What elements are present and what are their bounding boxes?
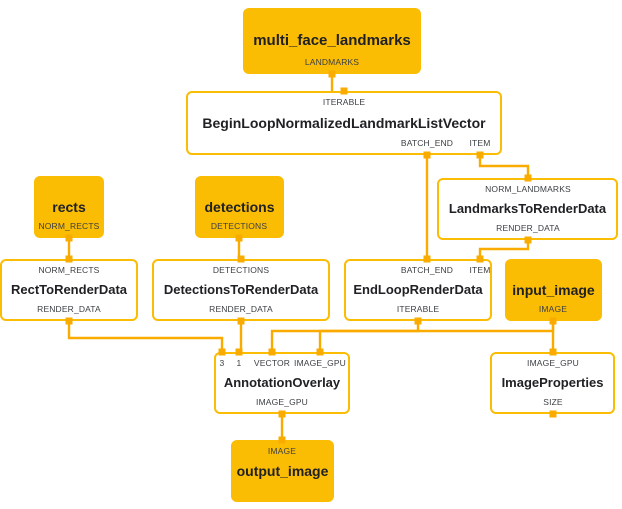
input-port-dot[interactable]	[476, 255, 484, 263]
output-port-dot[interactable]	[549, 317, 557, 325]
node-title: detections	[204, 198, 275, 215]
input-port-label-image_gpu[interactable]: IMAGE_GPU	[294, 358, 346, 368]
input-port-label-vector[interactable]: VECTOR	[253, 358, 291, 368]
graph-node-multi_face_landmarks[interactable]: multi_face_landmarks	[243, 8, 421, 74]
graph-edge	[478, 240, 530, 259]
output-port-dot[interactable]	[235, 234, 243, 242]
output-port-label-size[interactable]: SIZE	[543, 397, 563, 407]
input-port-label-3[interactable]: 3	[219, 358, 225, 368]
graph-node-RectToRenderData[interactable]: RectToRenderData	[0, 259, 138, 321]
graph-edge	[318, 321, 555, 352]
input-port-dot[interactable]	[278, 436, 286, 444]
output-port-label-image_gpu[interactable]: IMAGE_GPU	[256, 397, 308, 407]
node-title: AnnotationOverlay	[223, 375, 341, 391]
output-port-dot[interactable]	[476, 151, 484, 159]
graph-edge	[67, 321, 224, 352]
node-title: BeginLoopNormalizedLandmarkListVector	[202, 114, 486, 131]
input-port-label-1[interactable]: 1	[236, 358, 242, 368]
input-port-label-batch_end[interactable]: BATCH_END	[400, 265, 454, 275]
node-title: rects	[52, 198, 86, 215]
graph-edge	[478, 155, 530, 178]
output-port-dot[interactable]	[278, 410, 286, 418]
output-port-dot[interactable]	[549, 410, 557, 418]
output-port-dot[interactable]	[65, 234, 73, 242]
graph-node-input_image[interactable]: input_image	[505, 259, 602, 321]
node-title: multi_face_landmarks	[253, 32, 411, 50]
graph-node-LandmarksToRenderData[interactable]: LandmarksToRenderData	[437, 178, 618, 240]
node-title: LandmarksToRenderData	[448, 201, 607, 217]
output-port-label-norm_rects[interactable]: NORM_RECTS	[38, 221, 100, 231]
node-title: output_image	[236, 462, 329, 479]
node-title: ImageProperties	[501, 375, 604, 391]
graph-node-EndLoopRenderData[interactable]: EndLoopRenderData	[344, 259, 492, 321]
graph-node-detections[interactable]: detections	[195, 176, 284, 238]
graph-node-BeginLoopNormalizedLandmarkListVector[interactable]: BeginLoopNormalizedLandmarkListVector	[186, 91, 502, 155]
input-port-dot[interactable]	[340, 87, 348, 95]
node-title: input_image	[512, 281, 595, 298]
output-port-dot[interactable]	[524, 236, 532, 244]
output-port-label-render_data[interactable]: RENDER_DATA	[209, 304, 273, 314]
input-port-dot[interactable]	[316, 348, 324, 356]
output-port-label-batch_end[interactable]: BATCH_END	[400, 138, 454, 148]
output-port-dot[interactable]	[414, 317, 422, 325]
input-port-label-image[interactable]: IMAGE	[267, 446, 297, 456]
output-port-label-detections[interactable]: DETECTIONS	[210, 221, 268, 231]
output-port-dot[interactable]	[423, 151, 431, 159]
node-title: DetectionsToRenderData	[163, 282, 319, 298]
node-title: RectToRenderData	[10, 282, 128, 298]
input-port-label-norm_rects[interactable]: NORM_RECTS	[38, 265, 100, 275]
input-port-label-item[interactable]: ITEM	[469, 265, 491, 275]
output-port-label-render_data[interactable]: RENDER_DATA	[496, 223, 560, 233]
output-port-label-item[interactable]: ITEM	[469, 138, 491, 148]
output-port-label-render_data[interactable]: RENDER_DATA	[37, 304, 101, 314]
input-port-dot[interactable]	[235, 348, 243, 356]
input-port-label-image_gpu[interactable]: IMAGE_GPU	[527, 358, 579, 368]
input-port-dot[interactable]	[524, 174, 532, 182]
input-port-label-detections[interactable]: DETECTIONS	[212, 265, 270, 275]
graph-node-output_image[interactable]: output_image	[231, 440, 334, 502]
node-title: EndLoopRenderData	[353, 282, 483, 298]
input-port-label-norm_landmarks[interactable]: NORM_LANDMARKS	[485, 184, 571, 194]
input-port-dot[interactable]	[218, 348, 226, 356]
input-port-dot[interactable]	[549, 348, 557, 356]
output-port-label-image[interactable]: IMAGE	[538, 304, 568, 314]
graph-node-rects[interactable]: rects	[34, 176, 104, 238]
graph-node-AnnotationOverlay[interactable]: AnnotationOverlay	[214, 352, 350, 414]
output-port-label-iterable[interactable]: ITERABLE	[396, 304, 440, 314]
input-port-dot[interactable]	[423, 255, 431, 263]
output-port-dot[interactable]	[237, 317, 245, 325]
output-port-dot[interactable]	[328, 70, 336, 78]
output-port-label-landmarks[interactable]: LANDMARKS	[304, 57, 360, 67]
input-port-dot[interactable]	[237, 255, 245, 263]
input-port-label-iterable[interactable]: ITERABLE	[322, 97, 366, 107]
graph-edge	[270, 321, 420, 352]
input-port-dot[interactable]	[268, 348, 276, 356]
input-port-dot[interactable]	[65, 255, 73, 263]
output-port-dot[interactable]	[65, 317, 73, 325]
